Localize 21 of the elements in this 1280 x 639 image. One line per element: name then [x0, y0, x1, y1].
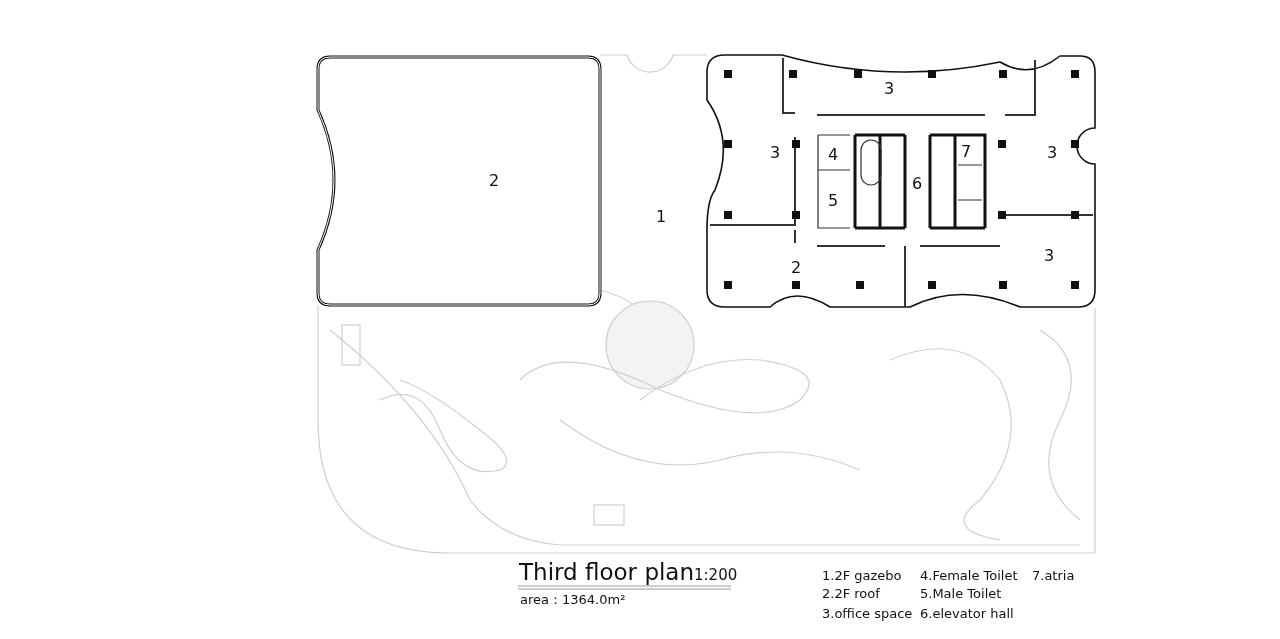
legend-item: 2.2F roof — [822, 587, 880, 600]
room-number: 3 — [1044, 248, 1055, 264]
room-number: 6 — [912, 176, 923, 192]
legend-item: 5.Male Toilet — [920, 587, 1002, 600]
room-number: 4 — [828, 147, 839, 163]
legend-item: 4.Female Toilet — [920, 569, 1018, 582]
room-number: 2 — [791, 260, 802, 276]
room-number: 2 — [489, 173, 500, 189]
room-number: 5 — [828, 193, 839, 209]
room-number: 3 — [1047, 145, 1058, 161]
room-number: 3 — [884, 81, 895, 97]
room-number: 1 — [656, 209, 667, 225]
legend-item: 6.elevator hall — [920, 607, 1014, 620]
legend-item: 1.2F gazebo — [822, 569, 902, 582]
scale-label: 1:200 — [694, 568, 738, 583]
plan-title: Third floor plan — [519, 561, 695, 584]
legend-item: 7.atria — [1032, 569, 1075, 582]
legend-item: 3.office space — [822, 607, 913, 620]
room-number: 7 — [961, 144, 972, 160]
room-number: 3 — [770, 145, 781, 161]
area-label: area：1364.0m² — [520, 593, 626, 606]
